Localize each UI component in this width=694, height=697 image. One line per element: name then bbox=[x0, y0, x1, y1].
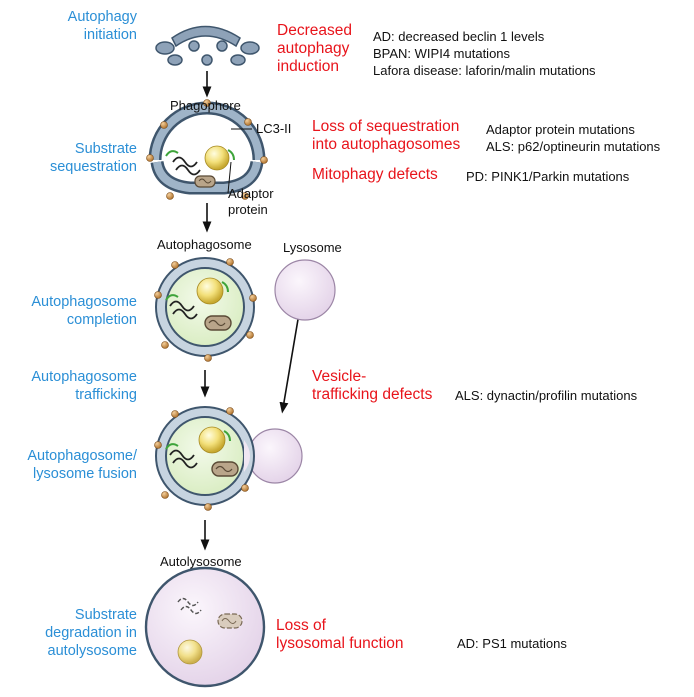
stage-autophagosome-completion: Autophagosome completion bbox=[31, 294, 137, 328]
defect-decreased-induction: Decreased autophagy induction bbox=[277, 22, 352, 75]
lc3-dots bbox=[146, 99, 268, 200]
initiation-vesicles bbox=[155, 25, 260, 66]
examples-sequestration: Adaptor protein mutations ALS: p62/optin… bbox=[486, 122, 661, 154]
label-lysosome: Lysosome bbox=[283, 240, 342, 255]
autolysosome bbox=[144, 566, 266, 688]
stage-autophagosome-trafficking: Autophagosome trafficking bbox=[31, 369, 137, 403]
lysosome bbox=[274, 259, 336, 321]
defect-loss-of-sequestration: Loss of sequestration into autophagosome… bbox=[312, 118, 461, 153]
label-adaptor-protein: Adaptor protein bbox=[228, 186, 274, 217]
label-autolysosome: Autolysosome bbox=[160, 554, 242, 569]
defect-vesicle-trafficking: Vesicle- trafficking defects bbox=[312, 368, 433, 403]
fusing-autophagosome-lysosome bbox=[154, 406, 303, 511]
stage-substrate-sequestration: Substrate sequestration bbox=[49, 141, 137, 175]
label-phagophore: Phagophore bbox=[170, 98, 241, 113]
defect-mitophagy: Mitophagy defects bbox=[312, 166, 438, 183]
examples-induction: AD: decreased beclin 1 levels BPAN: WIPI… bbox=[373, 29, 596, 78]
phagophore bbox=[146, 99, 268, 200]
stage-autophagy-initiation: Autophagy initiation bbox=[67, 9, 137, 43]
examples-mitophagy: PD: PINK1/Parkin mutations bbox=[466, 169, 630, 184]
examples-lysosomal: AD: PS1 mutations bbox=[457, 636, 567, 651]
defect-lysosomal-function: Loss of lysosomal function bbox=[276, 617, 404, 652]
examples-trafficking: ALS: dynactin/profilin mutations bbox=[455, 388, 638, 403]
stage-autophagosome-lysosome-fusion: Autophagosome/ lysosome fusion bbox=[27, 448, 137, 482]
label-lc3-ii: LC3-II bbox=[256, 121, 292, 136]
autophagosome bbox=[154, 257, 257, 362]
label-autophagosome: Autophagosome bbox=[157, 237, 252, 252]
stage-substrate-degradation: Substrate degradation in autolysosome bbox=[45, 607, 137, 659]
